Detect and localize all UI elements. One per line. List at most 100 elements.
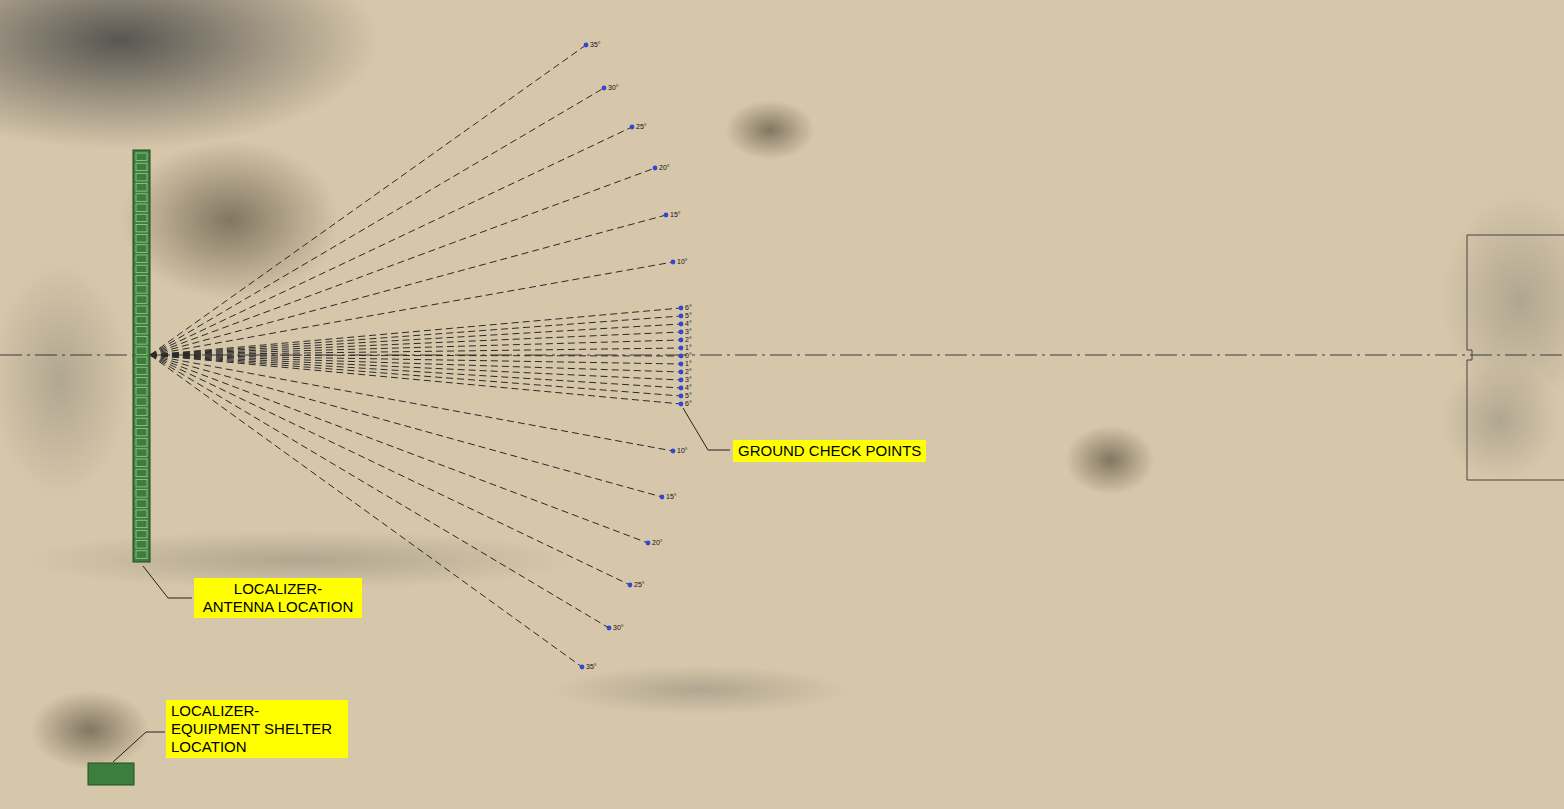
antenna-element: [136, 479, 147, 487]
antenna-bar: [133, 150, 150, 562]
callout-text: GROUND CHECK POINTS: [738, 442, 921, 460]
antenna-element: [136, 520, 147, 528]
callout-box: GROUND CHECK POINTS: [733, 440, 926, 462]
antenna-element: [136, 265, 147, 273]
check-point: [679, 330, 684, 335]
angle-label: 30°: [613, 624, 624, 632]
radial-line: [150, 316, 681, 355]
check-point-radials: [150, 43, 683, 670]
antenna-element: [136, 377, 147, 385]
antenna-element: [136, 316, 147, 324]
antenna-element: [136, 306, 147, 314]
antenna-element: [136, 449, 147, 457]
antenna-element: [136, 326, 147, 334]
angle-label: 25°: [634, 581, 645, 589]
angle-label: 6°: [685, 400, 692, 408]
radial-line: [150, 355, 648, 543]
runway-end: [1467, 235, 1564, 480]
antenna-element: [136, 235, 147, 243]
angle-label: 5°: [685, 312, 692, 320]
radial-line: [150, 88, 604, 355]
radial-line: [150, 355, 630, 585]
radial-line: [150, 127, 632, 355]
check-point: [607, 626, 612, 631]
radial-line: [150, 355, 582, 667]
antenna-element: [136, 428, 147, 436]
check-point: [671, 260, 676, 265]
check-point: [679, 402, 684, 407]
antenna-element: [136, 204, 147, 212]
angle-label: 4°: [685, 384, 692, 392]
angle-label: 1°: [685, 360, 692, 368]
check-point: [660, 495, 665, 500]
radial-line: [150, 355, 681, 396]
angle-label: 35°: [586, 663, 597, 671]
angle-label: 1°: [685, 344, 692, 352]
radial-line: [150, 355, 681, 380]
radial-line: [150, 340, 681, 355]
angle-label: 25°: [636, 123, 647, 131]
check-point: [679, 306, 684, 311]
check-point: [646, 541, 651, 546]
check-point: [671, 449, 676, 454]
antenna-element: [136, 255, 147, 263]
radial-line: [150, 348, 681, 355]
radial-line: [150, 308, 681, 355]
antenna-element: [136, 388, 147, 396]
antenna-element: [136, 275, 147, 283]
angle-label: 2°: [685, 336, 692, 344]
antenna-element: [136, 163, 147, 171]
check-point: [653, 166, 658, 171]
antenna-element: [136, 337, 147, 345]
antenna-element: [136, 551, 147, 559]
angle-label: 15°: [666, 493, 677, 501]
antenna-element: [136, 500, 147, 508]
antenna-element: [136, 459, 147, 467]
check-point: [679, 338, 684, 343]
radial-line: [150, 262, 673, 355]
antenna-element: [136, 490, 147, 498]
antenna-element: [136, 173, 147, 181]
check-point: [628, 583, 633, 588]
radial-line: [150, 45, 586, 355]
antenna-element: [136, 357, 147, 365]
radial-line: [150, 355, 673, 451]
check-point: [679, 314, 684, 319]
antenna-element: [136, 418, 147, 426]
check-point: [679, 322, 684, 327]
angle-label: 6°: [685, 304, 692, 312]
check-point: [679, 354, 684, 359]
antenna-array: [133, 150, 150, 562]
antenna-element: [136, 510, 147, 518]
antenna-element: [136, 194, 147, 202]
callout-text: LOCALIZER- ANTENNA LOCATION: [199, 580, 357, 616]
angle-label: 3°: [685, 328, 692, 336]
antenna-element: [136, 469, 147, 477]
angle-label: 0°: [685, 352, 692, 360]
leader-line: [683, 408, 730, 450]
check-point: [630, 125, 635, 130]
radial-line: [150, 355, 609, 628]
antenna-element: [136, 347, 147, 355]
check-point: [679, 378, 684, 383]
angle-label: 35°: [590, 41, 601, 49]
callout-text: LOCALIZER- EQUIPMENT SHELTER LOCATION: [171, 702, 343, 756]
antenna-element: [136, 408, 147, 416]
angle-label: 10°: [677, 258, 688, 266]
antenna-element: [136, 286, 147, 294]
runway-centerline: [0, 354, 1564, 355]
angle-label: 20°: [652, 539, 663, 547]
angle-label: 4°: [685, 320, 692, 328]
angle-label: 20°: [659, 164, 670, 172]
angle-label: 30°: [608, 84, 619, 92]
antenna-element: [136, 153, 147, 161]
antenna-element: [136, 214, 147, 222]
antenna-element: [136, 224, 147, 232]
check-point: [584, 43, 589, 48]
equipment-shelter: [88, 763, 134, 785]
antenna-element: [136, 398, 147, 406]
radial-line: [150, 355, 681, 404]
check-point: [664, 213, 669, 218]
